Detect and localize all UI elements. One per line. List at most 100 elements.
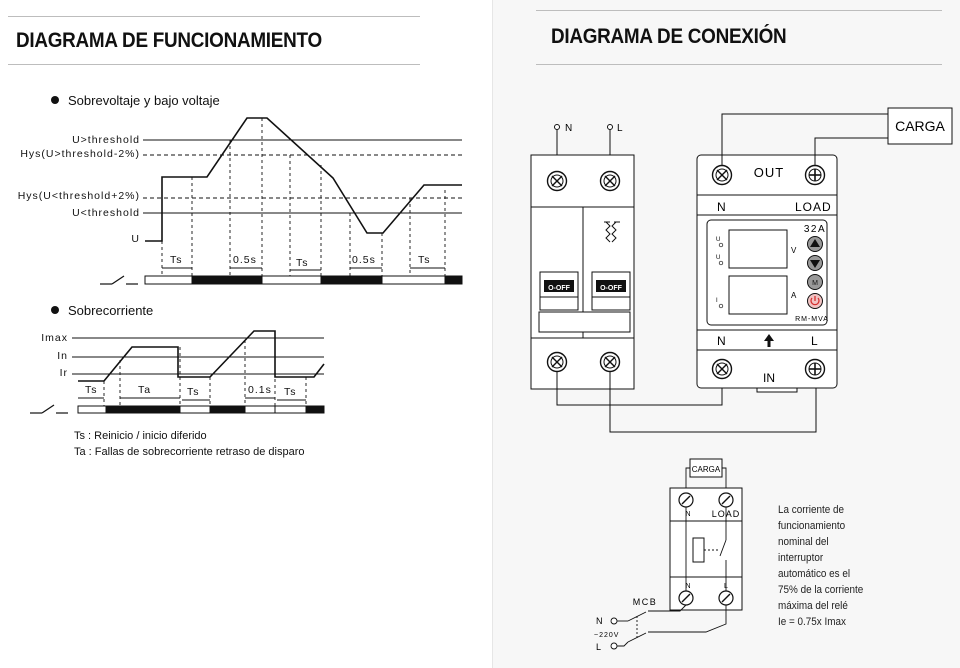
screw-icon (678, 590, 694, 606)
note-line: La corriente de (778, 504, 845, 516)
level-label-u-low: U<threshold (72, 207, 140, 219)
timing-label: 0.5s (233, 254, 257, 266)
load-terminal-label: LOAD (795, 200, 832, 214)
level-label-ir: Ir (59, 367, 68, 379)
switch-label-left: O-OFF (548, 285, 570, 292)
note-line: automático es el (778, 568, 851, 580)
supply-voltage-label: ~220V (594, 632, 619, 639)
note-line: máxima del relé (778, 600, 848, 612)
note-line: 75% de la corriente (778, 584, 864, 596)
small-relay (669, 487, 743, 611)
button-row-label: RM-MVA (795, 316, 829, 323)
screw-icon (711, 358, 733, 380)
switch-toggle-right (596, 280, 626, 292)
mcb-breaker (530, 154, 635, 390)
voltage-chart (100, 117, 463, 285)
up-button-icon (807, 236, 823, 252)
protector-relay (696, 154, 838, 393)
top-rule-right (536, 10, 942, 11)
bottom-rule-right (536, 64, 942, 65)
timing-label: Ts (284, 386, 297, 398)
terminal-l-label: L (617, 123, 623, 134)
screw-icon (599, 351, 621, 373)
current-chart (30, 330, 325, 414)
load-box (887, 107, 953, 145)
small-load-terminal: LOAD (712, 509, 741, 519)
screw-icon (599, 170, 621, 192)
level-label-hys-high: Hys(U>threshold-2%) (20, 148, 140, 160)
switch-toggle-left (544, 280, 574, 292)
timing-label: 0.5s (352, 254, 376, 266)
terminal-l-dot (607, 124, 613, 130)
mcb-switch-icon (627, 604, 727, 643)
section-title-overcurrent: Sobrecorriente (68, 303, 154, 318)
note-line: nominal del (778, 536, 829, 548)
screw-icon (804, 164, 826, 186)
rating-label: 32A (804, 224, 826, 235)
small-n-bottom: N (685, 583, 690, 590)
small-load-label: CARGA (692, 465, 721, 474)
level-label-u: U (131, 233, 140, 245)
breaker-symbol-icon (604, 221, 620, 243)
level-label-hys-low: Hys(U<threshold+2%) (17, 190, 140, 202)
note-line: Ie = 0.75x Imax (778, 616, 846, 628)
section-title-voltage: Sobrevoltaje y bajo voltaje (68, 93, 220, 108)
relay-switch-icon (30, 404, 68, 414)
screw-icon (678, 492, 694, 508)
load-box-label: CARGA (895, 118, 945, 134)
timing-label: Ts (187, 386, 200, 398)
level-label-in: In (57, 350, 68, 362)
screw-icon (546, 351, 568, 373)
functioning-diagram-title: DIAGRAMA DE FUNCIONAMIENTO (16, 29, 322, 52)
relay-switch-icon (100, 275, 138, 285)
timing-label: Ta (138, 384, 152, 396)
timing-label: Ts (170, 254, 183, 266)
mcb-label: MCB (633, 597, 658, 607)
timing-label: Ts (85, 384, 98, 396)
left-panel (0, 0, 492, 668)
svg-text:M: M (812, 280, 818, 287)
unit-a-label: A (791, 291, 797, 300)
terminal-n-dot (554, 124, 560, 130)
switch-label-right: O-OFF (600, 285, 622, 292)
relay-contact-icon (685, 507, 727, 591)
svg-text:U: U (716, 255, 720, 261)
svg-text:I: I (716, 298, 718, 304)
supply-n-label: N (596, 616, 603, 626)
menu-button-icon: M (807, 274, 823, 290)
screw-icon (711, 164, 733, 186)
screw-icon (718, 590, 734, 606)
bottom-rule-left (8, 64, 420, 65)
note-line: interruptor (778, 552, 824, 564)
legend-ta: Ta : Fallas de sobrecorriente retraso de… (74, 446, 305, 458)
connection-diagram-top: N L O-OFF O-OFF (530, 107, 953, 433)
l-bottom-label: L (811, 334, 818, 348)
legend-ts: Ts : Reinicio / inicio diferido (74, 430, 207, 442)
bullet-icon (51, 96, 59, 104)
terminal-n-label: N (565, 123, 572, 134)
timing-label: 0.1s (248, 384, 272, 396)
in-label: IN (763, 371, 775, 385)
voltage-waveform (145, 117, 462, 242)
out-label: OUT (754, 165, 784, 180)
down-button-icon (807, 255, 823, 271)
screw-icon (718, 492, 734, 508)
note-line: funcionamiento (778, 520, 846, 532)
top-rule-left (8, 16, 420, 17)
level-label-imax: Imax (41, 332, 68, 344)
supply-l-label: L (596, 642, 601, 652)
power-button-icon (807, 293, 823, 309)
arrow-up-icon (764, 334, 774, 347)
screw-icon (804, 358, 826, 380)
level-label-u-high: U>threshold (72, 134, 140, 146)
connection-diagram-bottom: CARGA N LOAD N L MC (594, 458, 743, 652)
panel-divider (492, 0, 493, 668)
n-top-label: N (717, 200, 726, 214)
screw-icon (546, 170, 568, 192)
unit-v-label: V (791, 246, 797, 255)
timing-label: Ts (418, 254, 431, 266)
small-n-top: N (685, 511, 690, 518)
connection-diagram-title: DIAGRAMA DE CONEXIÓN (551, 25, 787, 48)
